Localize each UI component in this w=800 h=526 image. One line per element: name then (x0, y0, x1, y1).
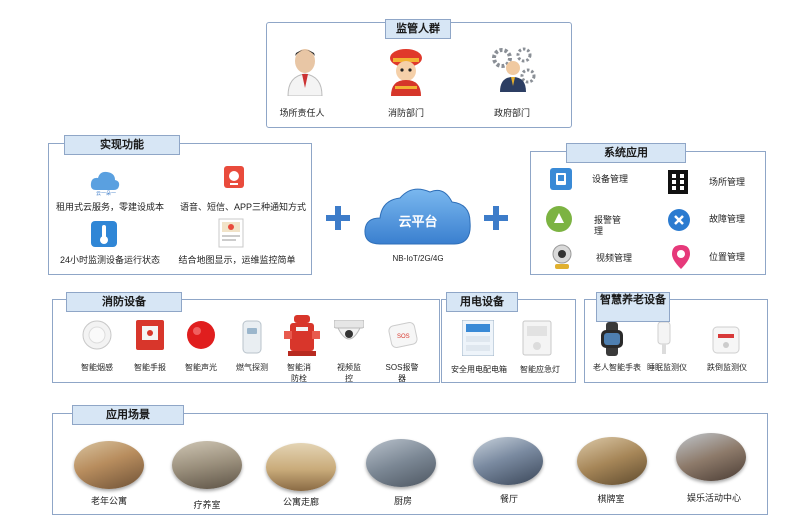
watch-icon (601, 322, 623, 356)
camera-icon (552, 244, 572, 269)
fire-label-camera: 视频监控 (337, 363, 361, 383)
scene-label-activity: 娱乐活动中心 (686, 493, 741, 503)
fall-monitor-icon (712, 326, 740, 354)
scene-label-chess: 棋牌室 (597, 494, 625, 504)
fire-label-hydrant: 智能消防栓 (287, 363, 311, 383)
plus-icon-left (326, 206, 350, 230)
scene-label-corridor: 公寓走廊 (282, 497, 319, 507)
official-gears-icon (492, 47, 536, 92)
dome-camera-icon (334, 320, 364, 340)
elderly-label-fall: 跌倒监测仪 (707, 363, 747, 372)
gas-detector-icon (242, 320, 262, 354)
firefighter-icon (390, 49, 422, 96)
fire-label-strobe: 智能声光 (185, 363, 217, 372)
cloud-platform-label: 云平台 (398, 214, 438, 229)
supervision-label-government: 政府部门 (493, 108, 530, 118)
strobe-icon (187, 321, 215, 349)
fire-label-gas: 燃气探测 (236, 363, 268, 372)
system-label-camera: 视频管理 (596, 253, 633, 263)
device-icon (550, 168, 572, 190)
system-label-location: 位置管理 (709, 252, 746, 262)
manual-alarm-icon (136, 320, 164, 350)
supervision-label-responsible: 场所责任人 (279, 108, 325, 118)
function-label-cloud: 租用式云服务，零建设成本 (55, 202, 164, 212)
cloud-platform-icon (364, 188, 471, 245)
fire-label-smoke: 智能烟感 (81, 363, 113, 372)
scene-label-sanatorium: 疗养室 (193, 500, 221, 510)
hydrant-icon (284, 315, 320, 356)
scenes-title: 应用场景 (72, 405, 184, 425)
functions-title: 实现功能 (64, 135, 180, 155)
scene-label-dining: 餐厅 (499, 494, 518, 504)
function-label-monitor: 24小时监测设备运行状态 (59, 255, 160, 265)
elderly-title: 智慧养老设备 (596, 292, 670, 322)
dining-photo (473, 437, 543, 485)
chess-room-photo (577, 437, 647, 485)
svg-text:SOS: SOS (397, 334, 410, 340)
system-label-device: 设备管理 (592, 174, 629, 184)
apartment-photo (74, 441, 144, 489)
electric-label-box: 安全用电配电箱 (451, 365, 507, 374)
fire-label-sos: SOS报警器 (385, 363, 419, 383)
system-label-alarm: 报警管理 (594, 215, 622, 236)
emergency-light-icon (522, 320, 552, 356)
plus-icon-right (484, 206, 508, 230)
elderly-label-sleep: 睡眠监测仪 (647, 363, 687, 372)
activity-center-photo (676, 433, 746, 481)
functions-panel (48, 143, 312, 275)
function-label-map: 结合地图显示，运维监控简单 (178, 255, 296, 265)
fire-label-manual: 智能手报 (134, 363, 166, 372)
scene-label-kitchen: 厨房 (393, 496, 412, 506)
system-label-fault: 故障管理 (709, 214, 746, 224)
fault-icon (668, 209, 690, 231)
thermometer-icon (91, 221, 117, 247)
elderly-label-watch: 老人智能手表 (593, 363, 641, 372)
function-label-notify: 语音、短信、APP三种通知方式 (179, 202, 306, 212)
sos-icon: SOS (388, 321, 418, 349)
system-label-building: 场所管理 (709, 177, 746, 187)
kitchen-photo (366, 439, 436, 487)
fire-title: 消防设备 (66, 292, 182, 312)
map-icon (218, 218, 244, 248)
location-icon (672, 245, 690, 269)
svg-text:云一朵一: 云一朵一 (96, 191, 116, 196)
cloud-platform-sublabel: NB-IoT/2G/4G (392, 254, 444, 263)
system-title: 系统应用 (566, 143, 686, 163)
building-icon (668, 170, 688, 194)
cloud-service-icon: 云一朵一 (90, 171, 120, 196)
notification-icon (224, 166, 244, 188)
sleep-monitor-icon (657, 322, 671, 354)
alarm-icon (546, 206, 572, 232)
person-icon (287, 49, 323, 96)
electric-title: 用电设备 (446, 292, 518, 312)
corridor-photo (266, 443, 336, 491)
distribution-box-icon (462, 320, 494, 356)
supervision-label-fire-dept: 消防部门 (387, 108, 424, 118)
smoke-detector-icon (82, 320, 112, 350)
electric-label-light: 智能应急灯 (520, 365, 560, 374)
sanatorium-photo (172, 441, 242, 489)
scene-label-apartment: 老年公寓 (90, 496, 127, 506)
supervision-title: 监管人群 (385, 19, 451, 39)
